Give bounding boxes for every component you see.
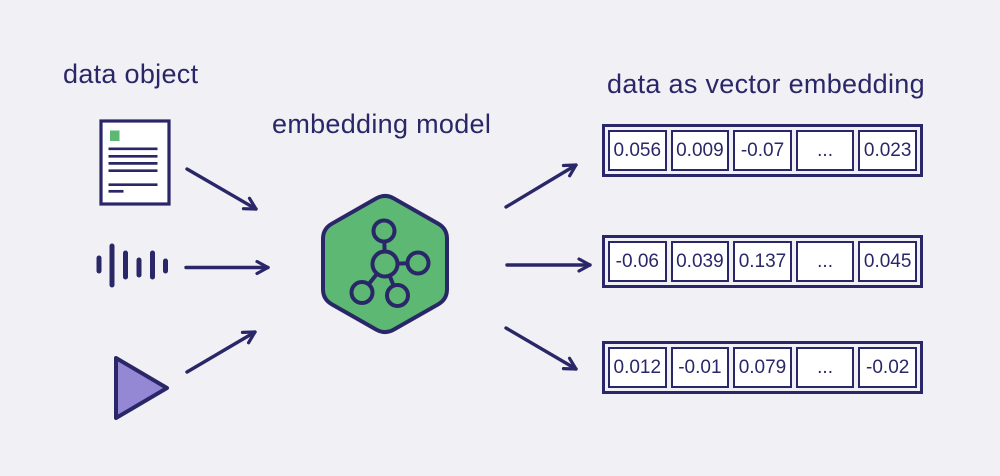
vector-cell: ... xyxy=(795,241,855,282)
vector-cell: 0.056 xyxy=(608,130,667,171)
vector-cell: -0.07 xyxy=(733,130,792,171)
vector-cell: ... xyxy=(795,130,855,171)
vector-cell: 0.012 xyxy=(608,347,667,388)
vector-row: 0.012 -0.01 0.079 ... -0.02 xyxy=(602,341,923,394)
arrow-video-to-model xyxy=(185,330,257,374)
document-icon xyxy=(99,119,171,206)
arrow-model-to-vector-1 xyxy=(504,163,578,209)
vector-cell: 0.009 xyxy=(670,130,730,171)
vector-cell: 0.079 xyxy=(733,347,792,388)
data-object-label: data object xyxy=(63,59,199,89)
vector-cell: -0.01 xyxy=(670,347,730,388)
vector-cell: -0.06 xyxy=(608,241,667,282)
vector-row: -0.06 0.039 0.137 ... 0.045 xyxy=(602,235,923,288)
vector-embedding-label: data as vector embedding xyxy=(607,69,925,99)
vector-row: 0.056 0.009 -0.07 ... 0.023 xyxy=(602,124,923,177)
embedding-model-label: embedding model xyxy=(272,109,492,139)
audio-waveform-icon xyxy=(96,243,168,288)
vector-cell: 0.137 xyxy=(733,241,792,282)
play-triangle-icon xyxy=(114,356,169,420)
vector-cell: 0.023 xyxy=(858,130,917,171)
vector-cell: 0.045 xyxy=(858,241,917,282)
vector-cell: ... xyxy=(795,347,855,388)
vector-cell: -0.02 xyxy=(858,347,917,388)
arrow-model-to-vector-3 xyxy=(504,326,578,371)
vector-cell: 0.039 xyxy=(670,241,730,282)
arrow-document-to-model xyxy=(185,167,258,211)
hexagon-network-icon xyxy=(321,193,449,335)
